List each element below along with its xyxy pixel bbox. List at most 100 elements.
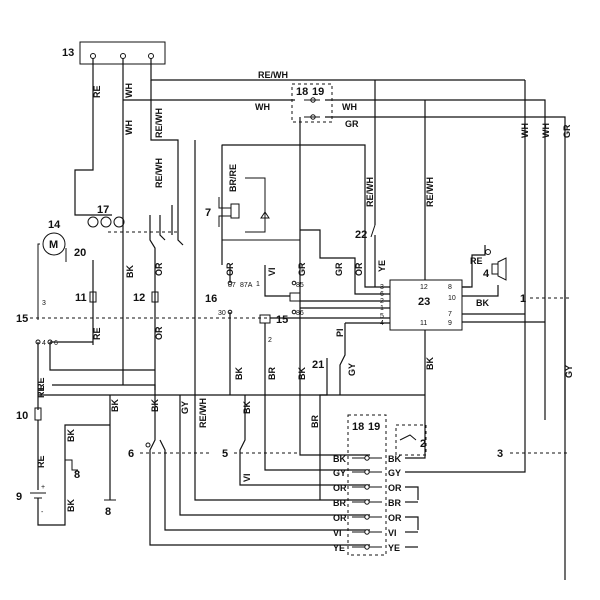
wire-re-10: RE (36, 455, 46, 468)
wire-rewh-22: RE/WH (365, 177, 375, 207)
pin-10: 10 (448, 295, 456, 302)
label-16: 16 (205, 293, 217, 305)
wire-gr-23: GR (334, 262, 344, 276)
label-10: 10 (16, 410, 28, 422)
wire-re-11: RE (92, 327, 102, 340)
wire-or-15: OR (154, 326, 164, 340)
label-5: 5 (222, 448, 228, 460)
wire-br-21: BR (310, 415, 320, 428)
wire-bk-8: BK (66, 429, 76, 442)
wire-bk-l1: BK (110, 399, 120, 412)
motor-14: 14 M 20 (37, 219, 86, 320)
label-13: 13 (62, 47, 74, 59)
battery-minus: - (41, 509, 44, 516)
pin-9: 9 (448, 320, 452, 327)
wire-re-15: RE (36, 377, 46, 390)
conn-left-6: YE (333, 543, 345, 553)
wire-bk-16b: BK (297, 367, 307, 380)
switch-22: 22 (355, 80, 376, 287)
wire-bk-mid: BK (125, 265, 135, 278)
pin-85: 85 (296, 282, 304, 289)
sw-pin-1: 1 (256, 281, 260, 288)
label-19-top: 19 (312, 86, 324, 98)
wire-rewh-23: RE/WH (425, 177, 435, 207)
switch-2: 2 (395, 424, 427, 456)
unit-23: 23 3 6 2 1 5 4 12 11 8 10 7 9 RE/WH RE/W… (222, 100, 545, 395)
pin-87a: 87A (240, 282, 253, 289)
wire-gr-r: GR (562, 124, 572, 138)
wire-gr-top: GR (345, 119, 359, 129)
component-17: 17 (87, 204, 184, 390)
switch-15: 15 3 4 6 RE (16, 300, 300, 410)
conn-left-1: GY (333, 468, 346, 478)
pin-12: 12 (420, 284, 428, 291)
ground-8: 8 (104, 499, 116, 518)
label-3: 3 (497, 448, 503, 460)
conn-left-5: VI (333, 528, 342, 538)
sw-pin-3: 3 (42, 300, 46, 307)
wire-wh-top2: WH (342, 102, 357, 112)
wire-wh-13: WH (124, 83, 134, 98)
wire-bk-16: BK (234, 367, 244, 380)
wire-rewh-13: RE/WH (154, 108, 164, 138)
wire-vi-16: VI (267, 267, 277, 276)
conn-right-2: OR (388, 483, 402, 493)
horn-4: 4 RE BK (462, 249, 507, 308)
label-22: 22 (355, 229, 367, 241)
label-9: 9 (16, 491, 22, 503)
label-18-top: 18 (296, 86, 308, 98)
conn-left-3: BR (333, 498, 346, 508)
conn-right-5: VI (388, 528, 397, 538)
label-19-bottom: 19 (368, 421, 380, 433)
wire-rewh-mid: RE/WH (154, 158, 164, 188)
conn-right-1: GY (388, 468, 401, 478)
sw-pin-2: 2 (268, 337, 272, 344)
pin-11: 11 (420, 320, 427, 327)
wire-wh-top: WH (255, 102, 270, 112)
switch-6: 6 (128, 442, 210, 460)
label-23: 23 (418, 296, 430, 308)
wire-ye-22: YE (377, 260, 387, 272)
conn-right-6: YE (388, 543, 400, 553)
wire-gy-l: GY (180, 401, 190, 414)
label-8a: 8 (74, 469, 80, 481)
conn-left-0: BK (333, 454, 346, 464)
battery-plus: + (41, 484, 45, 491)
connector-rows: BK GY OR BR OR VI YE BK GY OR BR OR VI Y… (333, 395, 526, 553)
wire-wh-mid: WH (124, 120, 134, 135)
lower-verticals (149, 140, 370, 546)
label-8b: 8 (105, 506, 111, 518)
pin-5: 5 (380, 313, 384, 320)
conn-right-0: BK (388, 454, 401, 464)
wire-pi-23: PI (335, 328, 345, 337)
wire-re-4: RE (470, 256, 483, 266)
label-2: 2 (420, 438, 426, 450)
label-15b: 15 (276, 314, 288, 326)
terminal-block-13: 13 (62, 41, 166, 65)
relay-16: BR/RE 7 16 87 87A 85 30 86 15 2 1 OR VI … (205, 144, 307, 395)
wire-bk-4: BK (476, 298, 489, 308)
label-20: 20 (74, 247, 86, 259)
wire-gy-right: GY (564, 365, 574, 378)
switch-5: 5 VI (222, 448, 300, 482)
fuse-10: 10 RE RE (16, 385, 46, 490)
label-11: 11 (75, 292, 87, 304)
label-4: 4 (483, 268, 490, 280)
label-21: 21 (312, 359, 324, 371)
wire-or-12: OR (154, 262, 164, 276)
wire-wh-r1: WH (520, 123, 530, 138)
label-1: 1 (520, 293, 526, 305)
wire-or-23: OR (354, 262, 364, 276)
wire-bk-l3: BK (242, 401, 252, 414)
wire-re-13: RE (92, 85, 102, 98)
sw-pin-6: 6 (54, 340, 58, 347)
label-15a: 15 (16, 313, 28, 325)
wire-gy-21: GY (347, 363, 357, 376)
wire-br-16: BR (267, 367, 277, 380)
battery-9: 9 + - BK BK 8 (16, 424, 110, 526)
wire-brre: BR/RE (228, 164, 238, 192)
wire-rewh-l: RE/WH (198, 398, 208, 428)
switch-1: 1 GY (520, 290, 574, 580)
switch-21: 21 PI GY BR (310, 323, 357, 455)
